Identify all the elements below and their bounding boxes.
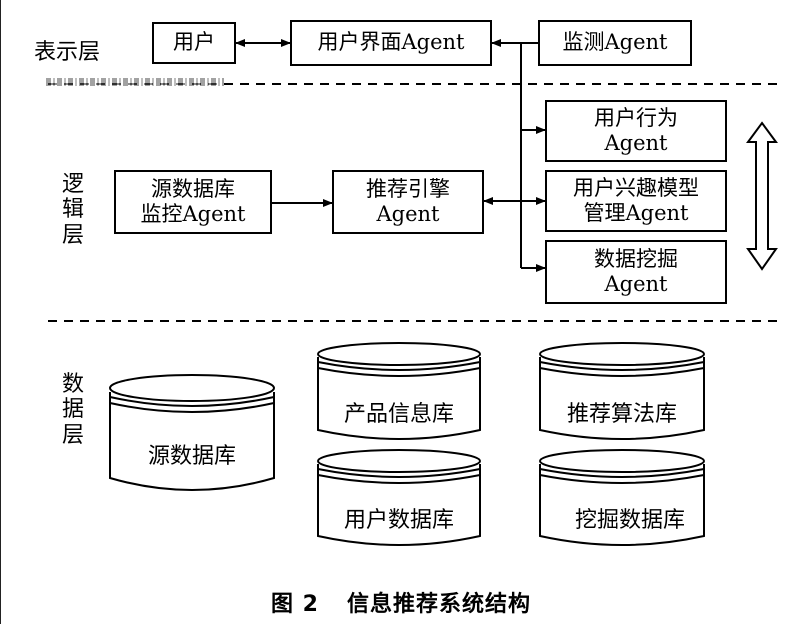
- cylinder-product-db: [317, 342, 481, 440]
- box-recommend-engine: 推荐引擎 Agent: [332, 170, 484, 234]
- figure-caption: 图 2 信息推荐系统结构: [0, 586, 802, 618]
- box-monitor-agent: 监测Agent: [538, 20, 692, 66]
- cylinder-mining-db: [539, 449, 705, 546]
- box-mining-agent: 数据挖掘 Agent: [545, 240, 727, 304]
- cylinder-algorithm-db: [539, 342, 705, 440]
- layer-label-logic: 逻 辑 层: [62, 172, 85, 248]
- box-source-monitor-agent: 源数据库 监控Agent: [114, 170, 272, 234]
- cylinder-user-db: [317, 449, 481, 546]
- box-ui-agent: 用户界面Agent: [290, 20, 492, 66]
- box-user: 用户: [152, 22, 236, 64]
- db-label-user: 用户数据库: [343, 508, 454, 533]
- scan-artifact: [46, 78, 224, 86]
- db-label-algorithm: 推荐算法库: [566, 402, 677, 427]
- box-behavior-agent: 用户行为 Agent: [545, 100, 727, 162]
- vertical-double-arrow: [746, 121, 778, 271]
- db-label-source: 源数据库: [147, 444, 236, 469]
- db-label-product: 产品信息库: [343, 402, 454, 427]
- box-interest-agent: 用户兴趣模型 管理Agent: [545, 170, 727, 232]
- layer-label-data: 数 据 层: [62, 372, 85, 448]
- db-label-mining: 挖掘数据库: [574, 508, 685, 533]
- figure-title: 信息推荐系统结构: [346, 592, 531, 617]
- trunk-line: [520, 42, 538, 268]
- cylinder-source-db: [109, 374, 275, 491]
- layer-label-presentation: 表示层: [34, 40, 101, 65]
- page-left-border: [0, 0, 1, 624]
- figure-number: 图 2: [271, 592, 319, 617]
